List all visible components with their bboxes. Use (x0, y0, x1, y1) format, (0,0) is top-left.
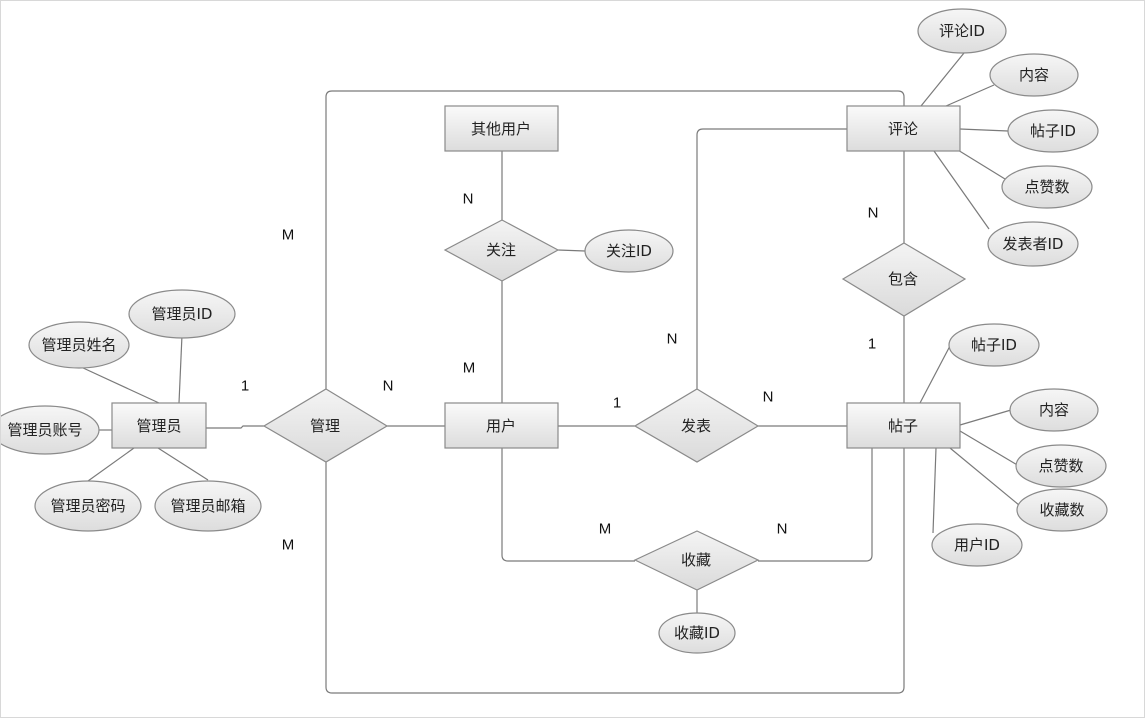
attribute-post-collects-label: 收藏数 (1039, 501, 1084, 519)
attribute-post-content-label: 内容 (1039, 401, 1069, 419)
relationship-collect[interactable]: 收藏 (633, 530, 760, 591)
attribute-comment-content[interactable]: 内容 (989, 53, 1079, 97)
line-post-likes (959, 430, 1020, 467)
line-admin-adminname (80, 366, 160, 404)
cardinality-publish-post-n: N (763, 389, 774, 406)
attribute-admin-password[interactable]: 管理员密码 (34, 480, 142, 532)
attribute-comment-author-id[interactable]: 发表者ID (987, 221, 1079, 267)
line-follow-followid (557, 249, 586, 252)
cardinality-manage-bottom-m: M (282, 537, 295, 554)
entity-comment-label: 评论 (888, 120, 918, 138)
attribute-admin-name[interactable]: 管理员姓名 (28, 321, 130, 369)
line-manage-to-post (325, 448, 905, 694)
line-admin-manage (206, 425, 264, 429)
attribute-post-likes-label: 点赞数 (1038, 457, 1083, 475)
cardinality-contain-one: 1 (868, 336, 876, 353)
line-post-collects (949, 447, 1026, 511)
cardinality-follow-n: N (463, 191, 474, 208)
entity-comment[interactable]: 评论 (846, 105, 961, 152)
line-comment-commentid (920, 52, 965, 107)
relationship-contain[interactable]: 包含 (841, 242, 967, 317)
attribute-comment-id[interactable]: 评论ID (917, 8, 1007, 54)
attribute-comment-likes[interactable]: 点赞数 (1001, 165, 1093, 209)
line-post-postid (919, 343, 952, 404)
relationship-collect-label: 收藏 (681, 551, 711, 569)
line-comment-likes (952, 146, 1006, 180)
entity-admin[interactable]: 管理员 (111, 402, 207, 449)
entity-admin-label: 管理员 (136, 417, 181, 435)
relationship-contain-label: 包含 (888, 270, 918, 288)
cardinality-collect-n: N (777, 521, 788, 538)
line-comment-content (945, 84, 995, 107)
line-collect-post (758, 448, 873, 562)
entity-user[interactable]: 用户 (444, 402, 559, 449)
line-admin-adminid (178, 334, 183, 404)
attribute-comment-author-id-label: 发表者ID (1003, 235, 1064, 253)
attribute-post-user-id-label: 用户ID (954, 536, 1000, 554)
line-admin-adminpassword (87, 447, 135, 482)
attribute-post-collects[interactable]: 收藏数 (1016, 488, 1108, 532)
cardinality-publish-user-one: 1 (613, 395, 621, 412)
line-comment-authorid (933, 150, 990, 230)
cardinality-follow-m: M (463, 360, 476, 377)
attribute-follow-id[interactable]: 关注ID (584, 229, 674, 273)
attribute-comment-content-label: 内容 (1019, 66, 1049, 84)
attribute-post-content[interactable]: 内容 (1009, 388, 1099, 432)
relationship-follow[interactable]: 关注 (443, 219, 560, 282)
attribute-admin-name-label: 管理员姓名 (41, 336, 116, 354)
line-post-userid (932, 447, 937, 534)
attribute-admin-account-label: 管理员账号 (7, 421, 82, 439)
relationship-publish-label: 发表 (681, 417, 711, 435)
cardinality-manage-top-m: M (282, 227, 295, 244)
line-user-collect (501, 448, 635, 562)
cardinality-labels: M M 1 N N M 1 N N N 1 M N (241, 191, 879, 554)
attribute-post-id-label: 帖子ID (971, 336, 1017, 354)
relationship-publish[interactable]: 发表 (633, 388, 760, 463)
line-manage-to-comment (325, 90, 905, 389)
cardinality-contain-n: N (868, 205, 879, 222)
attribute-follow-id-label: 关注ID (606, 242, 652, 260)
cardinality-publish-comment-n: N (667, 331, 678, 348)
relationship-follow-label: 关注 (486, 241, 516, 259)
attribute-admin-id[interactable]: 管理员ID (128, 289, 236, 339)
relationship-manage[interactable]: 管理 (262, 388, 389, 463)
attribute-admin-email-label: 管理员邮箱 (170, 497, 245, 515)
entity-post-label: 帖子 (888, 417, 918, 435)
attribute-collect-id[interactable]: 收藏ID (658, 612, 736, 654)
attribute-admin-id-label: 管理员ID (152, 305, 213, 323)
attribute-collect-id-label: 收藏ID (674, 624, 720, 642)
connector-lines (80, 52, 1026, 694)
cardinality-manage-user-n: N (383, 378, 394, 395)
attribute-post-likes[interactable]: 点赞数 (1015, 444, 1107, 488)
relationship-manage-label: 管理 (310, 417, 340, 435)
attribute-admin-account[interactable]: 管理员账号 (1, 405, 100, 455)
entity-post[interactable]: 帖子 (846, 402, 961, 449)
line-admin-adminemail (157, 447, 209, 481)
entity-other-user-label: 其他用户 (471, 120, 531, 138)
attribute-admin-email[interactable]: 管理员邮箱 (154, 480, 262, 532)
line-post-content (959, 409, 1012, 426)
attribute-comment-post-id-label: 帖子ID (1030, 122, 1076, 140)
attribute-post-user-id[interactable]: 用户ID (931, 523, 1023, 567)
line-publish-comment (696, 128, 847, 389)
cardinality-admin-one: 1 (241, 378, 249, 395)
attribute-comment-id-label: 评论ID (939, 22, 985, 40)
attribute-admin-password-label: 管理员密码 (50, 497, 125, 515)
line-comment-postid (959, 128, 1009, 132)
cardinality-collect-m: M (599, 521, 612, 538)
entity-other-user[interactable]: 其他用户 (444, 105, 559, 152)
entity-user-label: 用户 (486, 417, 516, 435)
attribute-comment-likes-label: 点赞数 (1024, 178, 1069, 196)
attribute-comment-post-id[interactable]: 帖子ID (1007, 109, 1099, 153)
attribute-post-id[interactable]: 帖子ID (948, 323, 1040, 367)
